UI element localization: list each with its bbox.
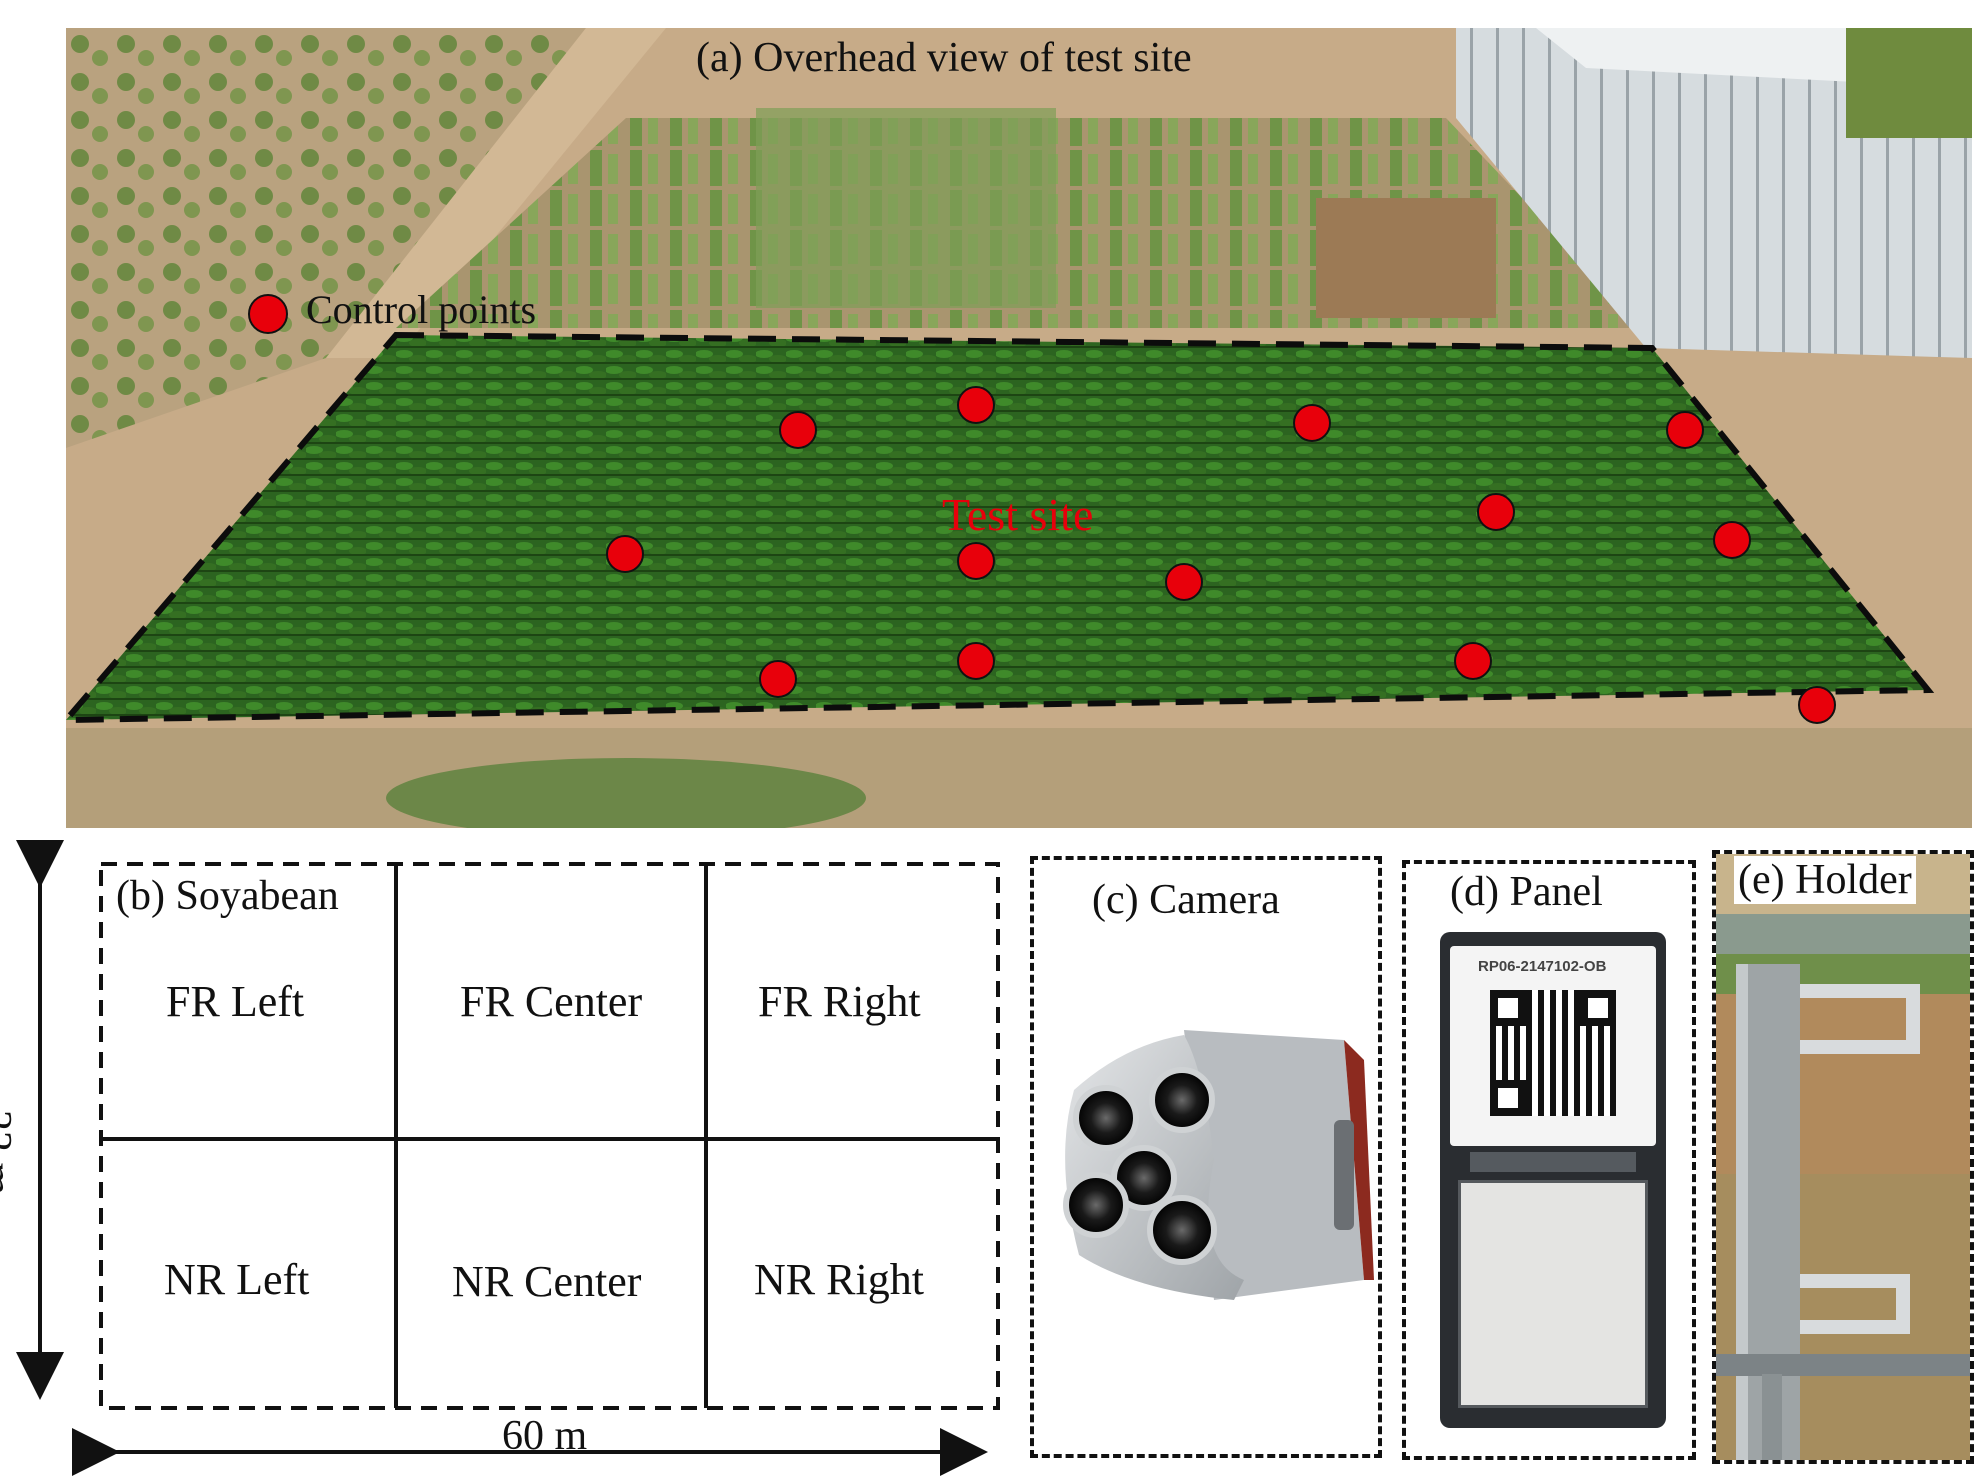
- control-point: [1477, 493, 1515, 531]
- panel-e-title: (e) Holder: [1734, 856, 1916, 904]
- control-point: [606, 535, 644, 573]
- plot-fr-left: FR Left: [166, 977, 305, 1026]
- control-point: [1454, 642, 1492, 680]
- panel-d-title: (d) Panel: [1450, 869, 1603, 915]
- control-point: [1666, 411, 1704, 449]
- control-point-icon: [248, 294, 288, 334]
- control-point: [1165, 563, 1203, 601]
- plot-fr-right: FR Right: [758, 977, 921, 1026]
- reflectance-target: [1458, 1180, 1648, 1408]
- control-point: [779, 411, 817, 449]
- plot-boundary: [99, 862, 1000, 1410]
- panel-e: (e) Holder: [1712, 850, 1974, 1464]
- control-points-label: Control points: [306, 287, 537, 332]
- test-site-label: Test site: [942, 489, 1094, 540]
- width-label: 60 m: [502, 1413, 588, 1459]
- control-point: [1293, 404, 1331, 442]
- qr-code-icon: [1490, 990, 1616, 1116]
- hinge: [1470, 1152, 1636, 1172]
- plot-nr-right: NR Right: [754, 1255, 924, 1304]
- control-point: [1713, 521, 1751, 559]
- control-point: [957, 386, 995, 424]
- control-point: [759, 660, 797, 698]
- panel-c: (c) Camera: [1030, 856, 1382, 1458]
- holder-image: [1716, 854, 1970, 1460]
- panel-d: (d) Panel RP06-2147102-OB: [1402, 860, 1696, 1460]
- control-point: [1798, 686, 1836, 724]
- height-label: 22 m: [0, 1110, 19, 1195]
- plot-fr-center: FR Center: [460, 977, 643, 1026]
- control-point: [957, 642, 995, 680]
- plot-nr-left: NR Left: [164, 1255, 310, 1304]
- panel-c-title: (c) Camera: [1092, 877, 1280, 923]
- panel-a-title: (a) Overhead view of test site: [696, 35, 1192, 81]
- panel-a-photo: (a) Overhead view of test site Control p…: [66, 28, 1972, 828]
- control-point: [957, 542, 995, 580]
- reflectance-panel-image: RP06-2147102-OB: [1440, 932, 1666, 1428]
- qr-card: RP06-2147102-OB: [1450, 946, 1656, 1146]
- camera-image: [1063, 1030, 1374, 1300]
- panel-b-title: (b) Soyabean: [116, 873, 339, 919]
- test-site-photo: [66, 28, 1972, 828]
- panel-code: RP06-2147102-OB: [1478, 958, 1607, 975]
- plot-nr-center: NR Center: [452, 1257, 642, 1306]
